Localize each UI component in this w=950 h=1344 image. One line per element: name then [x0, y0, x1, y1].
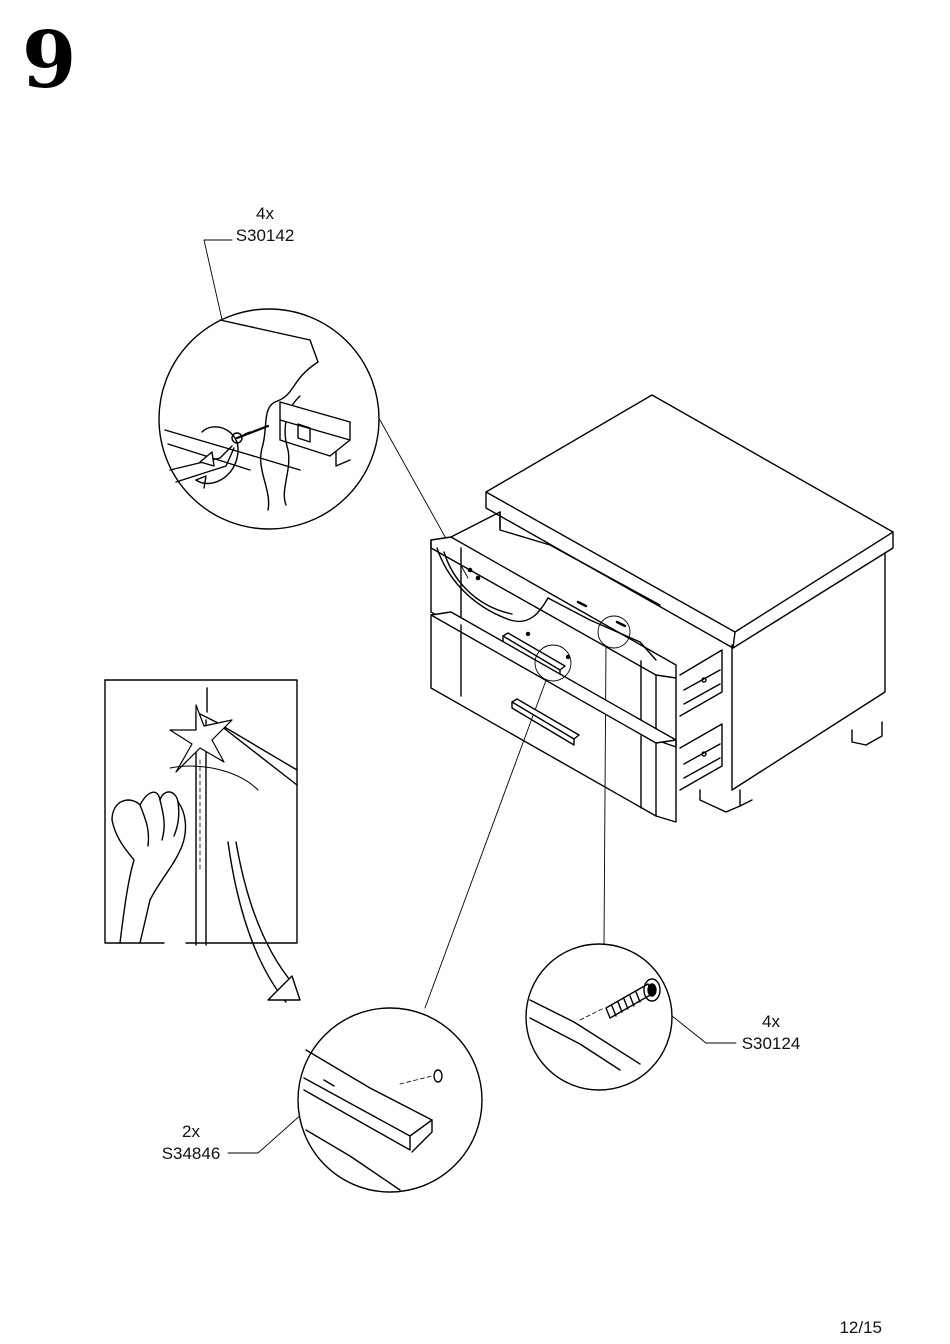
page-number: 12/15: [839, 1318, 882, 1338]
detail-screw-runner: [159, 309, 379, 529]
nightstand-drawing: [431, 395, 893, 822]
detail-hand-box: [105, 680, 300, 1002]
detail-handle: [298, 1008, 482, 1192]
detail-bolt: [526, 944, 672, 1090]
